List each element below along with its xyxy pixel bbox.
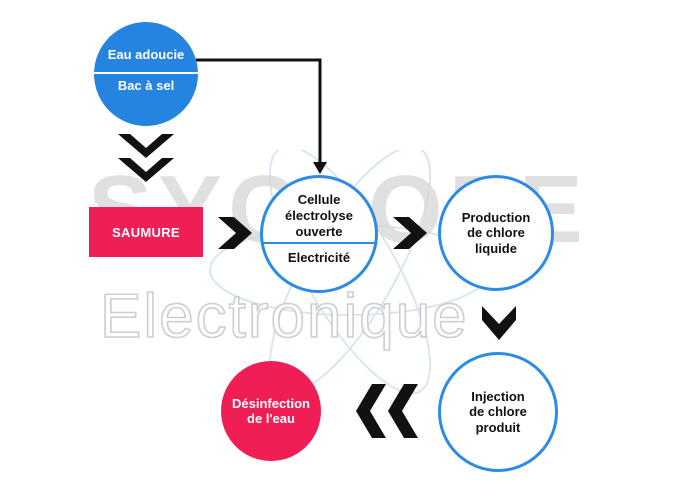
chevron-right-icon <box>218 217 252 249</box>
cell-divider <box>263 242 375 244</box>
cell-circle: Cellule électrolyse ouverte Electricité <box>260 175 378 293</box>
injection-label-1: Injection <box>471 389 525 404</box>
cell-label-3: ouverte <box>295 224 343 239</box>
double-chevron-down-icon <box>118 134 174 182</box>
cell-label-2: électrolyse <box>285 208 353 223</box>
double-chevron-left-icon <box>356 384 418 438</box>
watermark-subtitle: Electronique <box>99 282 469 351</box>
disinfection-label-1: Désinfection <box>231 395 310 411</box>
production-circle: Production de chlore liquide <box>438 175 554 291</box>
injection-label-2: de chlore <box>469 404 527 420</box>
injection-circle: Injection de chlore produit <box>438 352 558 472</box>
production-label-3: liquide <box>475 240 517 256</box>
chevron-right-icon <box>393 217 427 249</box>
production-label-2: de chlore <box>467 225 525 241</box>
source-bottom-label: Bac à sel <box>117 78 175 93</box>
injection-label-3: produit <box>475 419 521 435</box>
disinfection-label-2: de l'eau <box>247 411 295 426</box>
disinfection-circle: Désinfection de l'eau <box>221 361 321 461</box>
saumure-box: SAUMURE <box>89 207 203 257</box>
cell-bottom-label: Electricité <box>287 250 351 265</box>
production-label-1: Production <box>461 210 531 225</box>
cell-label-1: Cellule <box>297 192 341 207</box>
source-circle: Eau adoucie Bac à sel <box>94 22 198 126</box>
source-top-label: Eau adoucie <box>107 47 185 62</box>
chevron-down-icon <box>482 306 516 340</box>
source-divider <box>94 72 198 74</box>
